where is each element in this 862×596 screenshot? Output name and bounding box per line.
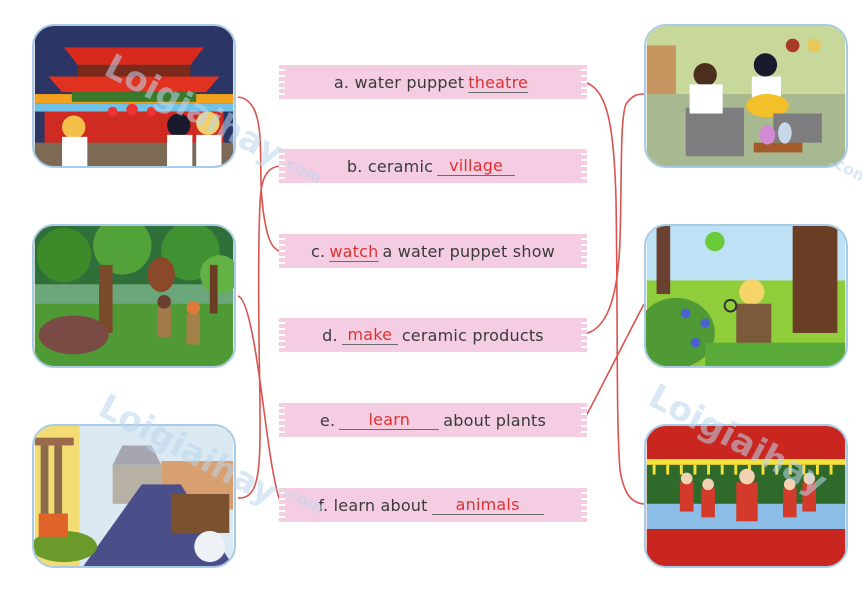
forest-illustration	[34, 226, 234, 366]
phrase-a-letter: a.	[333, 72, 350, 92]
image-making-ceramics[interactable]	[644, 24, 848, 168]
phrase-c[interactable]: c. watch a water puppet show	[279, 234, 587, 268]
phrase-f-text: learn about	[333, 495, 428, 515]
line-d-to-right1	[583, 93, 645, 335]
phrase-a[interactable]: a. water puppet theatre	[279, 65, 587, 99]
phrase-f-answer: animals	[431, 495, 544, 515]
image-forest-animals[interactable]	[32, 224, 236, 368]
plants-illustration	[646, 226, 846, 366]
phrase-a-answer: theatre	[468, 72, 529, 92]
phrase-e-letter: e.	[319, 410, 336, 430]
phrase-e-answer: learn	[339, 410, 440, 430]
line-left1-to-c	[237, 96, 283, 253]
image-water-puppet-theatre-building[interactable]	[32, 24, 236, 168]
phrase-b-text: ceramic	[367, 156, 434, 176]
image-ceramic-village[interactable]	[32, 424, 236, 568]
line-a-to-right3	[583, 81, 645, 505]
phrase-f[interactable]: f. learn about animals	[279, 488, 587, 522]
ceramic-village-illustration	[34, 426, 234, 566]
line-left2-to-f	[237, 295, 283, 506]
pottery-workshop-illustration	[646, 26, 846, 166]
image-learning-plants[interactable]	[644, 224, 848, 368]
puppet-show-illustration	[646, 426, 846, 566]
line-left3-to-b	[237, 165, 283, 499]
phrase-b-answer: village	[437, 156, 516, 176]
phrase-d[interactable]: d. make ceramic products	[279, 318, 587, 352]
phrase-f-letter: f.	[318, 495, 329, 515]
phrase-a-text: water puppet	[354, 72, 465, 92]
phrase-e-text: about plants	[443, 410, 547, 430]
phrase-c-answer: watch	[329, 241, 379, 261]
phrase-b[interactable]: b. ceramic village	[279, 149, 587, 183]
phrase-c-letter: c.	[311, 241, 326, 261]
phrase-d-answer: make	[341, 325, 398, 345]
phrase-c-text: a water puppet show	[382, 241, 555, 261]
phrase-b-letter: b.	[346, 156, 363, 176]
line-e-to-right2	[583, 303, 645, 421]
theatre-building-illustration	[34, 26, 234, 166]
phrase-d-text: ceramic products	[401, 325, 544, 345]
image-water-puppet-show[interactable]	[644, 424, 848, 568]
phrase-e[interactable]: e. learn about plants	[279, 403, 587, 437]
phrase-d-letter: d.	[322, 325, 338, 345]
